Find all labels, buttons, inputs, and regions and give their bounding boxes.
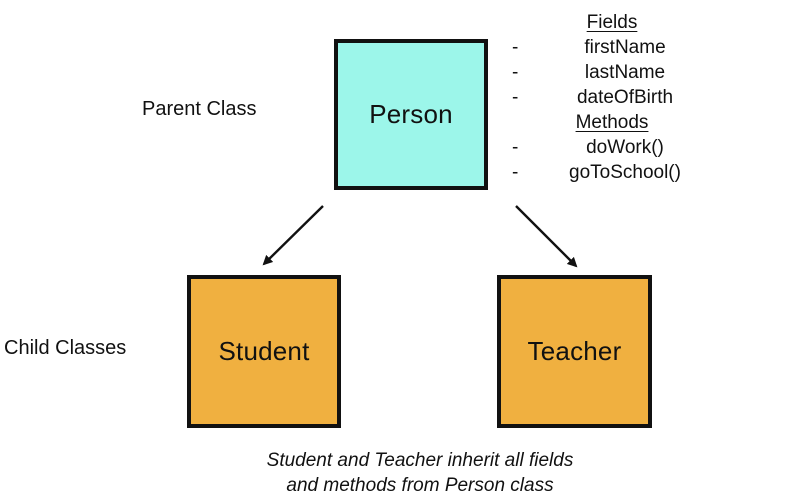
methods-header: Methods xyxy=(575,112,649,133)
field-item-date-of-birth: dateOfBirth xyxy=(576,87,674,108)
teacher-class-box[interactable]: Teacher xyxy=(497,275,652,428)
caption-line-2: and methods from Person class xyxy=(286,475,554,496)
method-item-do-work: doWork() xyxy=(586,137,664,158)
arrow-to-student xyxy=(262,205,324,266)
method-bullet: - xyxy=(512,162,519,183)
person-class-name: Person xyxy=(369,99,453,129)
field-item-first-name: firstName xyxy=(584,37,666,58)
field-bullet: - xyxy=(512,87,519,108)
student-class-box[interactable]: Student xyxy=(187,275,341,428)
inheritance-caption: Student and Teacher inherit all fields a… xyxy=(190,448,650,498)
child-classes-label: Child Classes xyxy=(4,337,127,359)
arrow-to-teacher xyxy=(515,205,578,268)
field-item-last-name: lastName xyxy=(584,62,666,83)
parent-class-label: Parent Class xyxy=(142,98,257,120)
caption-line-1: Student and Teacher inherit all fields xyxy=(266,450,574,471)
method-item-go-to-school: goToSchool() xyxy=(569,162,681,183)
student-class-name: Student xyxy=(218,336,310,366)
teacher-class-name: Teacher xyxy=(527,336,622,366)
method-bullet: - xyxy=(512,137,519,158)
fields-header: Fields xyxy=(586,12,638,33)
field-bullet: - xyxy=(512,62,519,83)
field-bullet: - xyxy=(512,37,519,58)
person-class-box[interactable]: Person xyxy=(334,39,488,190)
